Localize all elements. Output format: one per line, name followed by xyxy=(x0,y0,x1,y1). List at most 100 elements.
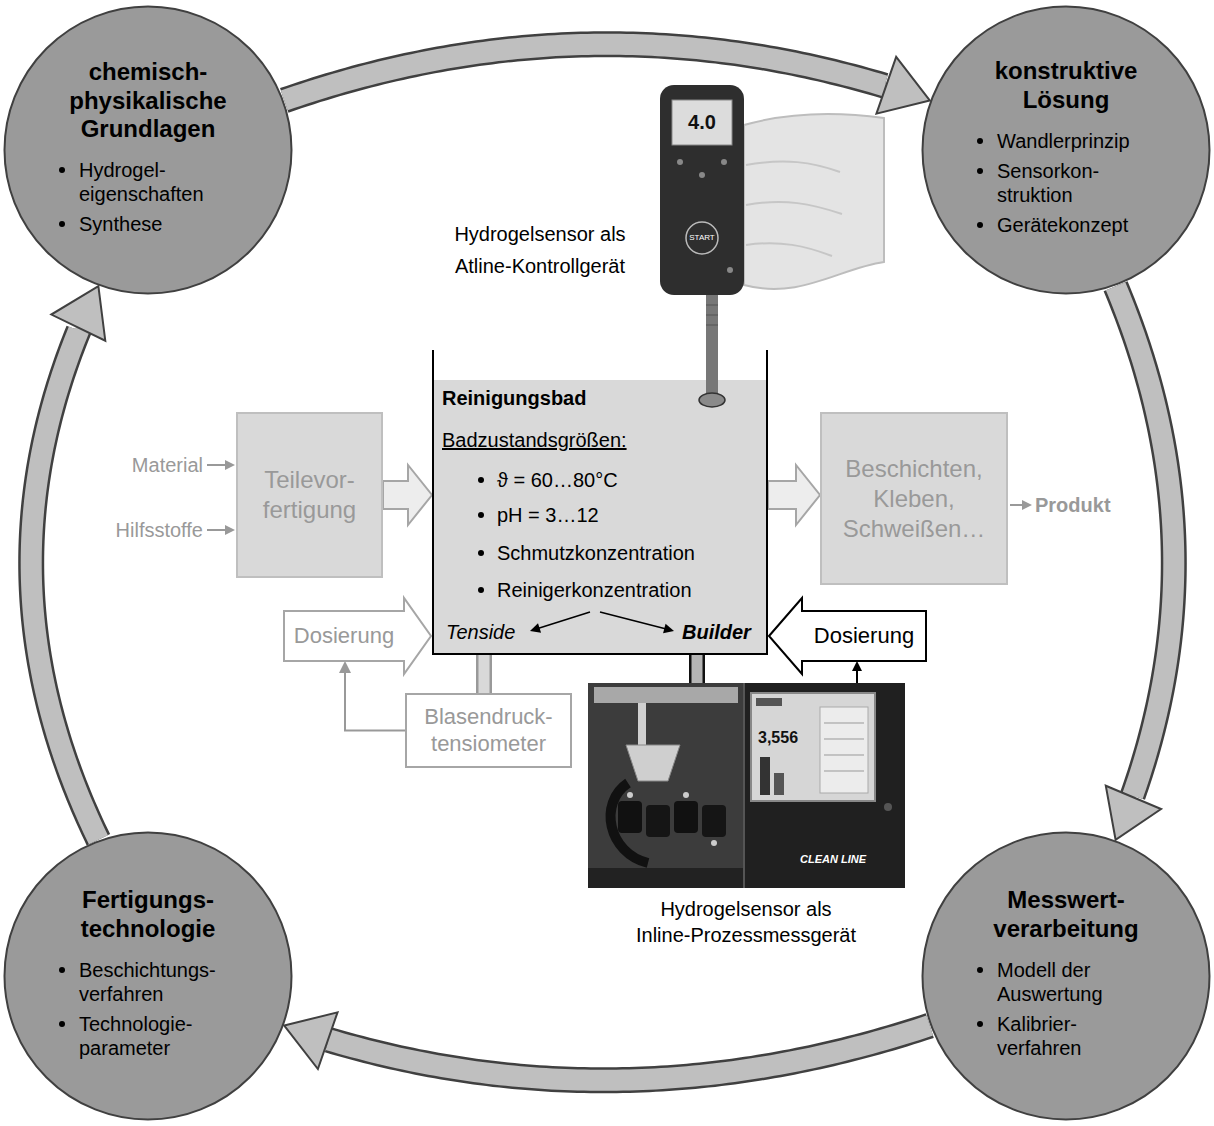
bath-text: Reinigerkonzentration xyxy=(497,578,692,602)
cycle-arrow xyxy=(1106,286,1174,839)
circle-shape xyxy=(3,5,293,295)
bullet-text: Synthese xyxy=(79,212,229,236)
topic-heading: Messwert- verarbeitung xyxy=(971,886,1161,944)
dosing-arrow: Dosierung xyxy=(768,598,928,674)
arrow-band xyxy=(31,328,98,840)
handheld-sensor xyxy=(660,85,884,350)
process-box: Beschichten, Kleben, Schweißen… xyxy=(820,412,1008,585)
arrow-head xyxy=(51,286,105,340)
topic-circle: chemisch- physikalische GrundlagenHydrog… xyxy=(3,5,293,295)
arrow-head xyxy=(1106,786,1161,840)
bullet-dot xyxy=(59,1021,65,1027)
arrow-band xyxy=(1116,286,1174,797)
bullet-dot xyxy=(977,967,983,973)
topic-circle: Fertigungs- technologieBeschichtungs- ve… xyxy=(3,831,293,1121)
pipe-wall xyxy=(689,655,705,683)
photo-caption: Hydrogelsensor als Inline-Prozessmessger… xyxy=(633,896,859,948)
bullet-dot xyxy=(977,138,983,144)
input-label: Material xyxy=(110,453,203,477)
arrow-head xyxy=(339,661,351,673)
dosing-label: Dosierung xyxy=(802,611,926,661)
arrow-head xyxy=(284,1012,337,1069)
process-label: Beschichten, Kleben, Schweißen… xyxy=(822,454,1006,544)
bullet-dot xyxy=(977,222,983,228)
input-arrow xyxy=(207,460,235,535)
pipe-wall xyxy=(476,655,492,693)
bullet-text: Kalibrier- verfahren xyxy=(997,1012,1147,1060)
bullet-dot xyxy=(59,967,65,973)
arrow-band-outline xyxy=(328,1026,930,1081)
bullet-text: Wandlerprinzip xyxy=(997,129,1147,153)
bullet-dot xyxy=(977,1021,983,1027)
sample-pipe xyxy=(697,655,698,683)
bath-text: pH = 3…12 xyxy=(497,503,599,527)
bath-text: Schmutzkonzentration xyxy=(497,541,695,565)
bullet-text: Gerätekonzept xyxy=(997,213,1147,237)
bullet-text: Modell der Auswertung xyxy=(997,958,1147,1006)
process-box: Teilevor- fertigung xyxy=(236,412,383,578)
topic-heading: Fertigungs- technologie xyxy=(53,886,243,944)
topic-heading: chemisch- physikalische Grundlagen xyxy=(53,58,243,144)
block-arrow xyxy=(768,465,820,525)
input-label: Hilfsstoffe xyxy=(85,518,203,542)
display-value: 3,556 xyxy=(758,728,818,747)
bath-heading: Reinigungsbad xyxy=(442,386,586,410)
tensiometer-box: Blasendruck- tensiometer xyxy=(405,693,572,768)
signal-line xyxy=(852,661,862,683)
inline-sensor-photo: Hydrogelsensor als Inline-Prozessmessger… xyxy=(588,683,905,958)
bullet-dot xyxy=(977,168,983,174)
bath-text: Badzustandsgrößen: xyxy=(442,428,627,452)
bath-text: ϑ = 60…80°C xyxy=(497,468,618,492)
flow-arrow xyxy=(768,465,820,525)
signal-line xyxy=(339,661,405,731)
cycle-arrow xyxy=(284,1012,929,1080)
sample-pipe xyxy=(484,655,485,693)
dosing-label: Dosierung xyxy=(284,611,404,661)
bath-text: Tenside xyxy=(446,620,515,644)
bullet-dot xyxy=(59,167,65,173)
split-arrow xyxy=(530,612,674,633)
cleaning-bath: ReinigungsbadBadzustandsgrößen: ϑ = 60…80… xyxy=(432,350,768,655)
bullet-dot xyxy=(478,550,484,556)
device-caption: Hydrogelsensor als Atline-Kontrollgerät xyxy=(440,218,640,282)
output-label: Produkt xyxy=(1035,493,1125,517)
bullet-dot xyxy=(478,587,484,593)
brand-label: CLEAN LINE xyxy=(800,853,890,866)
arrow-band xyxy=(328,1026,930,1081)
pipe-inner xyxy=(479,655,490,693)
bullet-text: Beschichtungs- verfahren xyxy=(79,958,229,1006)
connector-line xyxy=(600,612,665,629)
arrow-band xyxy=(284,44,886,100)
button-label: START xyxy=(686,233,718,243)
display-value: 4.0 xyxy=(672,110,732,134)
dosing-arrow: Dosierung xyxy=(284,598,432,674)
topic-heading: konstruktive Lösung xyxy=(971,57,1161,115)
bath-text: Builder xyxy=(682,620,751,644)
bullet-text: Sensorkon- struktion xyxy=(997,159,1147,207)
instrument-label: Blasendruck- tensiometer xyxy=(407,704,570,757)
arrow-head xyxy=(663,624,674,634)
topic-circle: Messwert- verarbeitungModell der Auswert… xyxy=(921,831,1211,1121)
bullet-dot xyxy=(59,221,65,227)
arrow-head xyxy=(530,623,541,633)
connector-line xyxy=(539,612,590,628)
arrow-band-outline xyxy=(31,328,98,840)
cycle-arrow xyxy=(284,44,929,113)
bullet-text: Technologie- parameter xyxy=(79,1012,229,1060)
output-arrow xyxy=(1010,500,1032,510)
arrow-band-outline xyxy=(284,44,886,100)
topic-circle: konstruktive LösungWandlerprinzipSensork… xyxy=(921,5,1211,295)
arrow-band-outline xyxy=(1116,286,1174,797)
arrow-head xyxy=(852,661,862,671)
bullet-dot xyxy=(478,512,484,518)
connector-line xyxy=(345,672,405,731)
arrow-head xyxy=(876,57,929,114)
block-arrow xyxy=(383,465,432,525)
flow-arrow xyxy=(383,465,432,525)
bullet-dot xyxy=(478,477,484,483)
connector-line xyxy=(856,670,858,683)
process-label: Teilevor- fertigung xyxy=(238,465,381,525)
bullet-text: Hydrogel- eigenschaften xyxy=(79,158,229,206)
cycle-arrow xyxy=(31,286,105,839)
pipe-inner xyxy=(692,655,703,683)
